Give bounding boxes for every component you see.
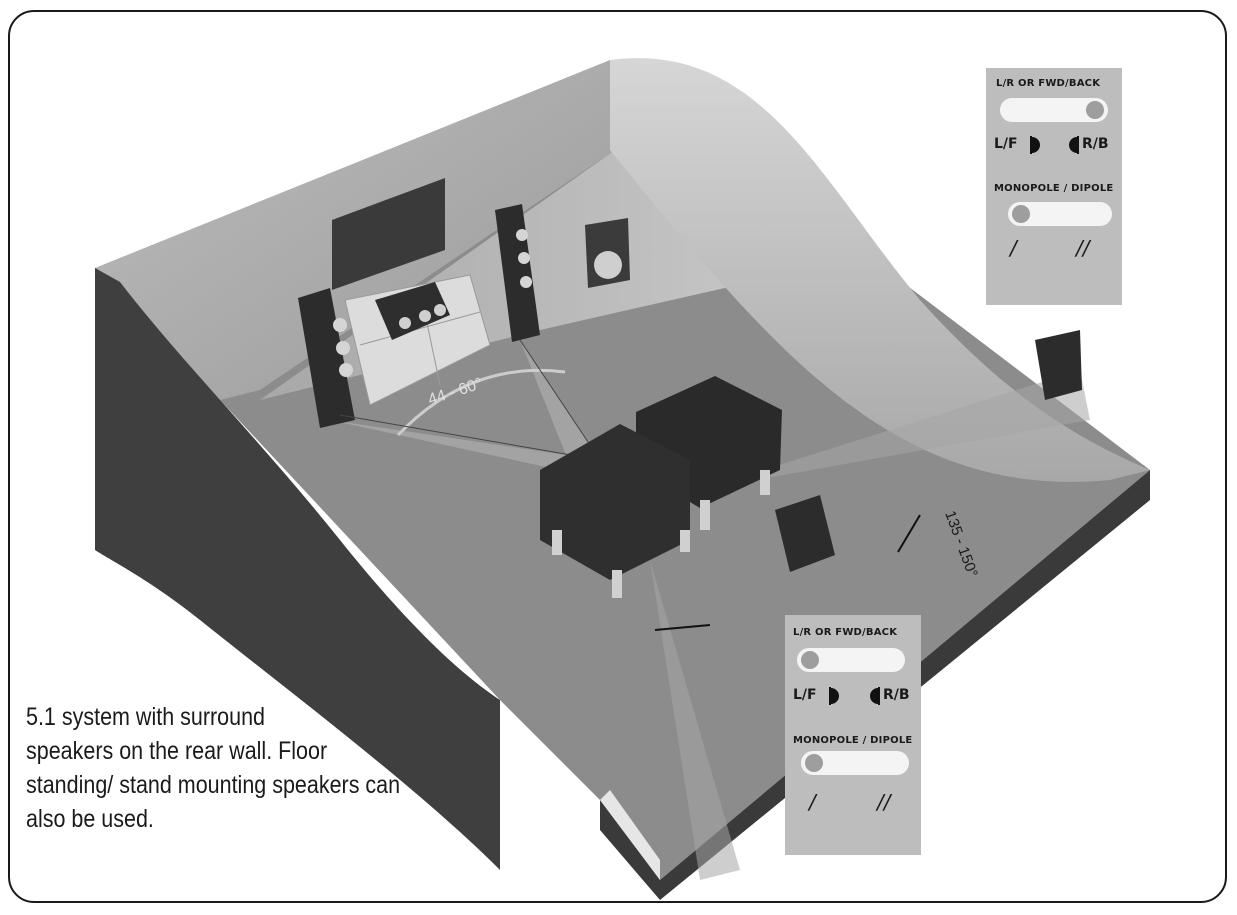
pole-label: MONOPOLE / DIPOLE [793, 735, 913, 746]
mode-switch-knob[interactable] [801, 651, 819, 669]
switch-panel-bottom: L/R OR FWD/BACK L/F R/B MONOPOLE / DIPOL… [785, 615, 921, 855]
lf-bar [1030, 136, 1032, 154]
lf-label: L/F [793, 687, 817, 703]
caption-line: standing/ stand mounting speakers can [26, 771, 401, 799]
mode-switch[interactable] [1000, 98, 1108, 122]
lf-half-icon [831, 688, 839, 704]
rb-half-icon [1069, 137, 1077, 153]
front-right-speaker [495, 204, 540, 342]
front-angle-arc [396, 368, 566, 437]
caption-line: also be used. [26, 805, 154, 833]
mode-switch-knob[interactable] [1086, 101, 1104, 119]
pole-switch[interactable] [801, 751, 909, 775]
lf-bar [829, 687, 831, 705]
lf-half-icon [1032, 137, 1040, 153]
monopole-symbol: / [809, 790, 816, 814]
right-wall [610, 58, 1150, 482]
sound-wedge-surround [650, 560, 740, 880]
sound-wedge-rear [700, 370, 1090, 490]
dipole-symbol: // [877, 790, 891, 814]
rb-label: R/B [883, 687, 910, 703]
caption-line: speakers on the rear wall. Floor [26, 737, 328, 765]
pole-switch-knob[interactable] [1012, 205, 1030, 223]
lf-label: L/F [994, 136, 1018, 152]
monopole-symbol: / [1010, 236, 1017, 260]
center-speaker [375, 282, 450, 340]
surround-angle-arrow [897, 514, 921, 553]
mode-label: L/R OR FWD/BACK [996, 78, 1101, 89]
diagram-caption: 5.1 system with surround speakers on the… [26, 700, 404, 836]
rb-bar [1077, 136, 1079, 154]
floor-edge [600, 790, 660, 880]
dipole-symbol: // [1076, 236, 1090, 260]
tv-screen [332, 178, 445, 290]
surround-right-speaker [1035, 330, 1082, 400]
sound-wedge-left [330, 420, 600, 470]
caption-line: 5.1 system with surround [26, 703, 265, 731]
mode-label: L/R OR FWD/BACK [793, 627, 898, 638]
left-wall-slab [95, 268, 500, 870]
pole-switch-knob[interactable] [805, 754, 823, 772]
front-left-speaker [298, 288, 355, 428]
rb-label: R/B [1082, 136, 1109, 152]
switch-panel-top: L/R OR FWD/BACK L/F R/B MONOPOLE / DIPOL… [986, 68, 1122, 305]
rb-half-icon [870, 688, 878, 704]
rb-bar [878, 687, 880, 705]
surround-left-speaker [775, 495, 835, 572]
pole-switch[interactable] [1008, 202, 1112, 226]
mode-switch[interactable] [797, 648, 905, 672]
listener-arrow [654, 624, 711, 631]
pole-label: MONOPOLE / DIPOLE [994, 183, 1114, 194]
sofa-front [540, 424, 690, 598]
